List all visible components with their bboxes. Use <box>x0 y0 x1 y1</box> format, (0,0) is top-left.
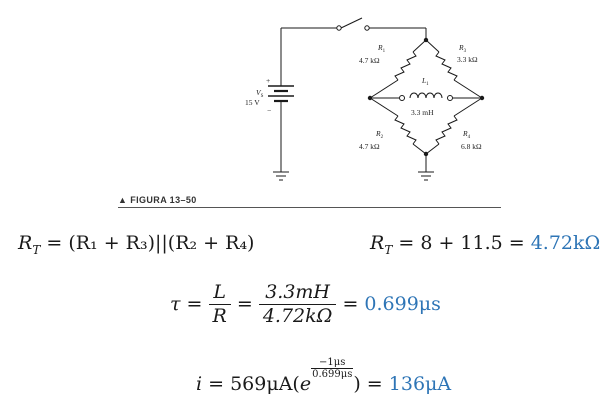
fraction-numerator-l: L <box>208 281 231 305</box>
current-result: 136μA <box>388 373 452 395</box>
equals-sign: = <box>230 292 259 315</box>
r2-value: 4.7 kΩ <box>359 142 380 151</box>
rt-formula-rhs: = (R₁ + R₃)||(R₂ + R₄) <box>40 232 255 254</box>
resistor-r2 <box>394 115 417 145</box>
r4-label: R4 <box>462 129 471 140</box>
node-top <box>423 37 429 43</box>
equals-sign: = <box>336 292 365 315</box>
rt-subscript: T <box>32 242 41 257</box>
resistor-r1 <box>394 51 417 81</box>
resistor-r4 <box>435 115 458 145</box>
fraction-denominator-r: R <box>212 304 227 327</box>
node-right <box>479 95 485 101</box>
wire-r3-top <box>425 39 440 53</box>
r3-value: 3.3 kΩ <box>457 55 478 64</box>
wire-r2-bottom <box>412 143 427 155</box>
rt-symbol: R <box>18 232 33 254</box>
node-bottom <box>423 151 429 157</box>
inductor-terminal-right <box>447 95 453 101</box>
wire-r3-bottom <box>453 79 483 99</box>
fraction-numerator-inductance: 3.3mH <box>258 281 337 305</box>
current-symbol: i <box>196 373 203 395</box>
exponent-denominator: 0.699μs <box>312 369 353 380</box>
rt-value-symbol: R <box>370 232 385 254</box>
l1-label: L1 <box>421 76 429 87</box>
inductor-terminal-left <box>399 95 405 101</box>
rt-result: 4.72kΩ <box>530 232 601 254</box>
node-left <box>367 95 373 101</box>
rt-formula: RT = (R₁ + R₃)||(R₂ + R₄) <box>18 232 254 257</box>
switch-contact-right <box>364 25 370 31</box>
figure-caption: ▲ FIGURA 13–50 <box>118 195 197 205</box>
switch-contact-left <box>336 25 342 31</box>
wire-r1-bottom <box>369 79 399 99</box>
l1-value: 3.3 mH <box>411 108 434 117</box>
resistor-r3 <box>435 51 458 81</box>
rt-value-sum: = 8 + 11.5 = <box>392 232 531 254</box>
tau-result: 0.699μs <box>364 292 441 315</box>
r1-value: 4.7 kΩ <box>359 56 380 65</box>
rt-value-subscript: T <box>384 242 393 257</box>
wire-r4-top <box>453 97 483 117</box>
wire-r4-bottom <box>425 143 440 155</box>
equals-sign: = <box>180 292 209 315</box>
wire-r2-top <box>369 97 399 117</box>
inductor-l1 <box>409 92 443 99</box>
r3-label: R3 <box>458 43 467 54</box>
r2-label: R2 <box>375 129 384 140</box>
rt-value-equation: RT = 8 + 11.5 = 4.72kΩ <box>370 232 600 257</box>
figure-rule <box>118 207 501 208</box>
circuit-diagram: R1 4.7 kΩ R3 3.3 kΩ L1 3.3 mH R2 4.7 kΩ … <box>245 17 485 181</box>
fraction-denominator-resistance: 4.72kΩ <box>262 304 333 327</box>
vs-label: VS <box>256 88 264 99</box>
wire-r1-top <box>412 39 427 53</box>
r1-label: R1 <box>377 43 386 54</box>
tau-symbol: τ <box>170 292 181 315</box>
current-initial: = 569μA( <box>202 373 300 395</box>
exponential-base: e <box>299 373 312 395</box>
vs-value: 15 V <box>245 98 260 107</box>
exponent-numerator: −1μs <box>311 357 354 369</box>
switch-blade <box>340 17 363 29</box>
battery-minus-sign: − <box>267 106 271 115</box>
r4-value: 6.8 kΩ <box>461 142 482 151</box>
battery-plus-sign: + <box>266 76 270 85</box>
current-close: ) = <box>353 373 389 395</box>
